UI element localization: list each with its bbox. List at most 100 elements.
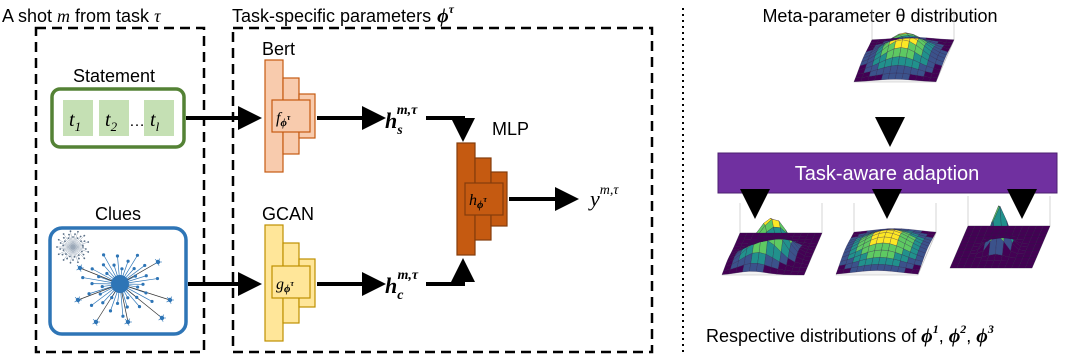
graph-edge — [72, 240, 85, 248]
graph-node — [112, 263, 116, 267]
graph-node — [125, 319, 131, 325]
graph-node — [143, 263, 147, 268]
phi2-distribution-plot — [835, 203, 937, 276]
graph-edge — [72, 246, 89, 253]
graph-node — [135, 253, 140, 257]
graph-edge — [72, 231, 79, 248]
graph-edge — [69, 246, 74, 257]
surface-patch — [1035, 239, 1045, 244]
graph-node — [69, 230, 72, 233]
graph-edge — [72, 246, 86, 250]
graph-edge — [63, 237, 74, 248]
graph-node — [59, 248, 62, 250]
graph-edge — [60, 242, 74, 248]
graph-node — [83, 257, 86, 260]
graph-node — [69, 255, 71, 258]
mlp-head — [456, 142, 508, 256]
graph-node — [144, 274, 148, 278]
graph-edge — [72, 235, 85, 248]
graph-node — [81, 250, 83, 253]
graph-node — [144, 291, 148, 295]
graph-edge — [72, 246, 84, 255]
statement-tokens: t1 t2 … tl — [63, 100, 174, 136]
graph-node — [159, 315, 165, 321]
graph-node — [155, 259, 161, 265]
surface-patch — [1029, 253, 1039, 258]
bert-encoder — [264, 59, 316, 173]
graph-node — [66, 257, 68, 260]
graph-edge — [58, 246, 74, 255]
graph-hub-node — [111, 275, 129, 293]
surface-patch — [796, 271, 806, 276]
graph-node — [89, 303, 94, 307]
surface-patch — [945, 39, 955, 44]
graph-edge — [72, 246, 80, 256]
graph-node — [82, 253, 85, 256]
surface-patch — [813, 232, 823, 237]
gcan-function: gϕτ — [276, 276, 294, 295]
gcan-encoder — [264, 224, 316, 342]
surface-patch — [1032, 246, 1042, 251]
graph-node — [137, 305, 142, 309]
token-tl: tl — [150, 109, 160, 134]
graph-node — [68, 233, 70, 236]
graph-node — [135, 295, 139, 299]
shot-dashed-box — [34, 26, 206, 354]
graph-node — [77, 265, 83, 271]
graph-node — [110, 295, 114, 300]
token-t1: t1 — [69, 109, 81, 134]
graph-edge — [66, 246, 74, 259]
graph-node — [67, 237, 70, 239]
graph-node — [61, 253, 64, 256]
surface-patch — [1024, 264, 1034, 269]
graph-edge — [64, 240, 74, 248]
gcan-label: GCAN — [262, 204, 314, 224]
graph-node — [79, 235, 82, 238]
graph-node — [83, 234, 86, 237]
mlp-label: MLP — [492, 119, 529, 139]
graph-node — [57, 238, 60, 241]
surface-patch — [807, 246, 817, 251]
graph-node — [121, 314, 125, 318]
phi1-distribution-plot — [721, 203, 823, 276]
graph-node — [155, 276, 160, 281]
output-symbol: ym,τ — [588, 183, 619, 211]
surface-patch — [1027, 257, 1037, 262]
graph-edge — [72, 246, 80, 259]
meta-title: Meta-parameter θ distribution — [762, 6, 997, 26]
graph-node — [141, 282, 145, 286]
graph-node — [81, 275, 85, 280]
graph-edge — [68, 237, 74, 248]
meta-panel: Meta-parameter θ distribution Task-aware… — [706, 6, 1058, 347]
graph-edge — [60, 246, 74, 250]
graph-node — [133, 274, 138, 278]
graph-node — [74, 233, 76, 236]
graph-node — [105, 271, 109, 276]
propagation-graph-icon — [56, 230, 174, 326]
surface-patch — [799, 263, 809, 269]
surface-patch — [808, 243, 818, 248]
graph-node — [98, 292, 102, 296]
graph-edge — [72, 240, 82, 248]
graph-node — [77, 261, 79, 264]
graph-node — [57, 253, 60, 256]
surface-patch — [1039, 229, 1049, 234]
graph-node — [73, 255, 76, 258]
params-dashed-box — [231, 26, 654, 354]
statement-label: Statement — [73, 66, 155, 86]
graph-node — [167, 297, 173, 303]
adaption-label: Task-aware adaption — [795, 163, 980, 185]
graph-node — [97, 275, 101, 279]
graph-edge — [70, 231, 74, 248]
graph-node — [76, 237, 79, 239]
token-cell — [99, 100, 129, 136]
graph-node — [72, 259, 74, 261]
graph-edge — [70, 246, 74, 263]
graph-edge — [58, 239, 74, 248]
shot-panel: A shot m from task τ Statement t1 t2 … t… — [2, 6, 206, 354]
graph-edge — [63, 246, 74, 251]
bert-label: Bert — [262, 39, 295, 59]
